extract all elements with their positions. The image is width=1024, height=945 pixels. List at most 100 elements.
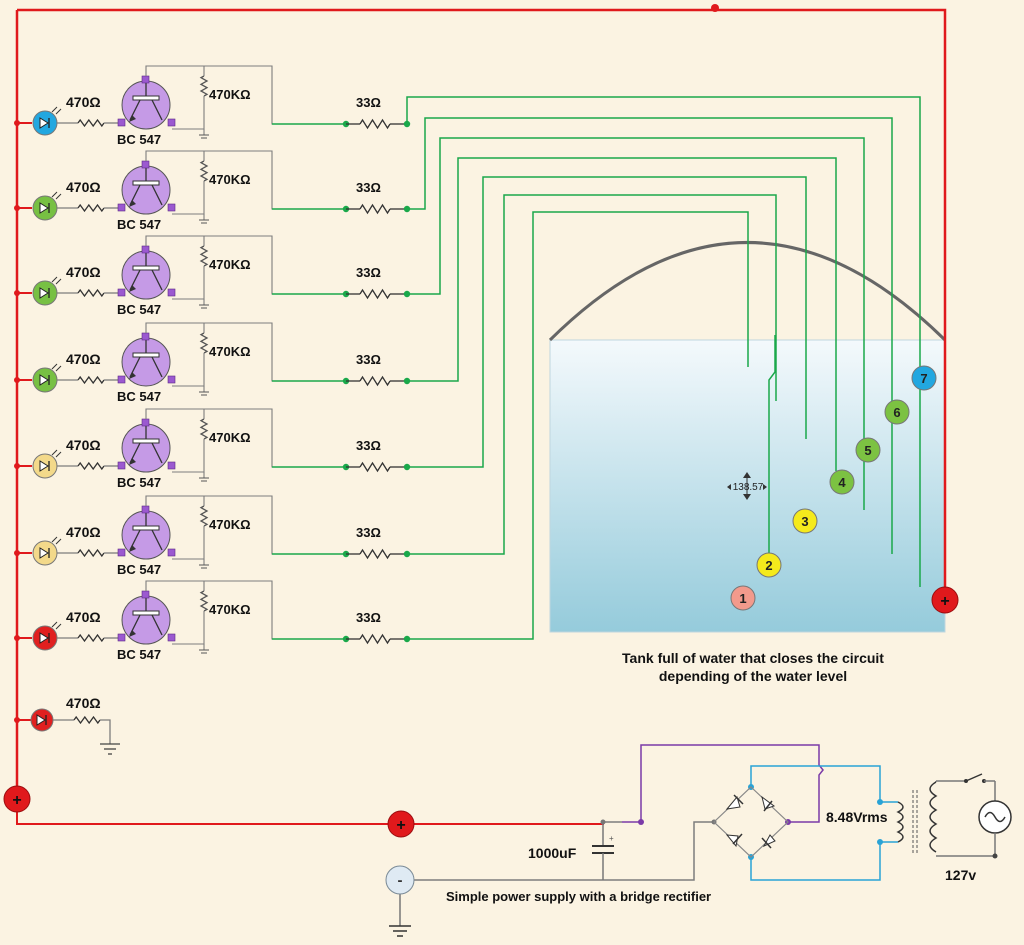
- resistor-symbol: [77, 461, 105, 471]
- junction-dot: [403, 377, 411, 385]
- junction-dot: [877, 799, 883, 805]
- probe-resistor-label: 33Ω: [356, 265, 381, 280]
- led-indicator: [32, 276, 62, 306]
- probe-resistor-label: 33Ω: [356, 180, 381, 195]
- resistor-symbol: [199, 160, 209, 182]
- junction-dot: [14, 205, 20, 211]
- junction-dot: [403, 635, 411, 643]
- led-resistor-label: 470Ω: [66, 437, 101, 453]
- probe-route-wire: [406, 96, 921, 587]
- led-resistor-label: 470Ω: [66, 351, 101, 367]
- probe-route-wire: [768, 335, 776, 553]
- probe-contact: 7: [911, 365, 937, 391]
- tank-caption-line2: depending of the water level: [659, 668, 847, 684]
- probe-number: 3: [801, 514, 808, 529]
- led-resistor-label: 470Ω: [66, 524, 101, 540]
- svg-text:+: +: [12, 792, 21, 809]
- led-resistor-label: 470Ω: [66, 179, 101, 195]
- junction-dot: [14, 290, 20, 296]
- wire: [172, 526, 205, 560]
- base-resistor-label: 470KΩ: [209, 602, 251, 617]
- junction-dot: [711, 4, 719, 12]
- wire: [172, 181, 205, 215]
- resistor-symbol: [359, 118, 391, 130]
- transistor: [117, 245, 176, 300]
- base-resistor-label: 470KΩ: [209, 257, 251, 272]
- probe-resistor-label: 33Ω: [356, 352, 381, 367]
- probe-resistor-label: 33Ω: [356, 95, 381, 110]
- transistor-label: BC 547: [117, 217, 161, 232]
- probe-number: 4: [838, 475, 846, 490]
- wire: [172, 611, 205, 645]
- probe-resistor-label: 33Ω: [356, 610, 381, 625]
- negative-terminal[interactable]: -: [385, 865, 415, 895]
- transistor: [117, 75, 176, 130]
- transistor-label: BC 547: [117, 562, 161, 577]
- positive-terminal-tank[interactable]: +: [931, 586, 959, 614]
- filter-capacitor: +: [592, 822, 614, 880]
- positive-terminal-left[interactable]: +: [3, 785, 31, 813]
- resistor-symbol: [359, 288, 391, 300]
- probe-contact: 3: [792, 508, 818, 534]
- led-resistor-label: 470Ω: [66, 695, 101, 711]
- transistor-label: BC 547: [117, 389, 161, 404]
- measurement-marker: 138.57: [727, 472, 767, 500]
- resistor-symbol: [77, 548, 105, 558]
- resistor-symbol: [199, 245, 209, 267]
- ground-wire: [414, 821, 714, 881]
- junction-dot: [403, 463, 411, 471]
- resistor-symbol: [199, 75, 209, 97]
- junction-dot: [14, 463, 20, 469]
- resistor-symbol: [199, 505, 209, 527]
- transistor-label: BC 547: [117, 302, 161, 317]
- probe-resistor-label: 33Ω: [356, 438, 381, 453]
- mains-switch[interactable]: [936, 773, 995, 783]
- led-resistor-label: 470Ω: [66, 94, 101, 110]
- svg-text:+: +: [940, 593, 949, 610]
- transistor-label: BC 547: [117, 647, 161, 662]
- junction-dot: [403, 290, 411, 298]
- probe-number: 7: [920, 371, 927, 386]
- transistor: [117, 418, 176, 473]
- probe-contact: 4: [829, 469, 855, 495]
- tank-measurement-label: 138.57: [733, 482, 764, 493]
- supply-rail-bottom: [414, 822, 604, 825]
- power-supply: + 1000uF: [389, 773, 1012, 937]
- resistor-symbol: [77, 288, 105, 298]
- led-indicator: [32, 191, 62, 221]
- secondary-voltage-label: 8.48Vrms: [826, 809, 888, 825]
- probe-route-wire: [407, 211, 749, 640]
- bridge-diode: [725, 794, 744, 810]
- transistor-label: BC 547: [117, 475, 161, 490]
- rectifier-positive-wire: [622, 744, 824, 823]
- positive-terminal-bottom[interactable]: +: [387, 810, 415, 838]
- probe-contact: 2: [756, 552, 782, 578]
- transistor: [117, 160, 176, 215]
- bridge-diode: [725, 833, 743, 848]
- resistor-symbol: [199, 332, 209, 354]
- wiring: [15, 4, 947, 881]
- led-indicator: [32, 621, 62, 651]
- junction-dot: [638, 819, 644, 825]
- wire: [172, 96, 205, 130]
- junction-dot: [14, 120, 20, 126]
- led-resistor-label: 470Ω: [66, 609, 101, 625]
- probe-number: 2: [765, 558, 772, 573]
- probe-route-wire: [407, 176, 807, 468]
- supply-rail-top: [17, 8, 947, 587]
- resistor-symbol: [77, 203, 105, 213]
- wire: [172, 266, 205, 300]
- supply-rail-bottom: [16, 812, 388, 825]
- led-indicator: [32, 106, 62, 136]
- capacitor-label: 1000uF: [528, 845, 577, 861]
- base-resistor-label: 470KΩ: [209, 87, 251, 102]
- svg-text:+: +: [609, 834, 614, 843]
- junction-dot: [14, 550, 20, 556]
- junction-dot: [14, 635, 20, 641]
- resistor-symbol: [199, 418, 209, 440]
